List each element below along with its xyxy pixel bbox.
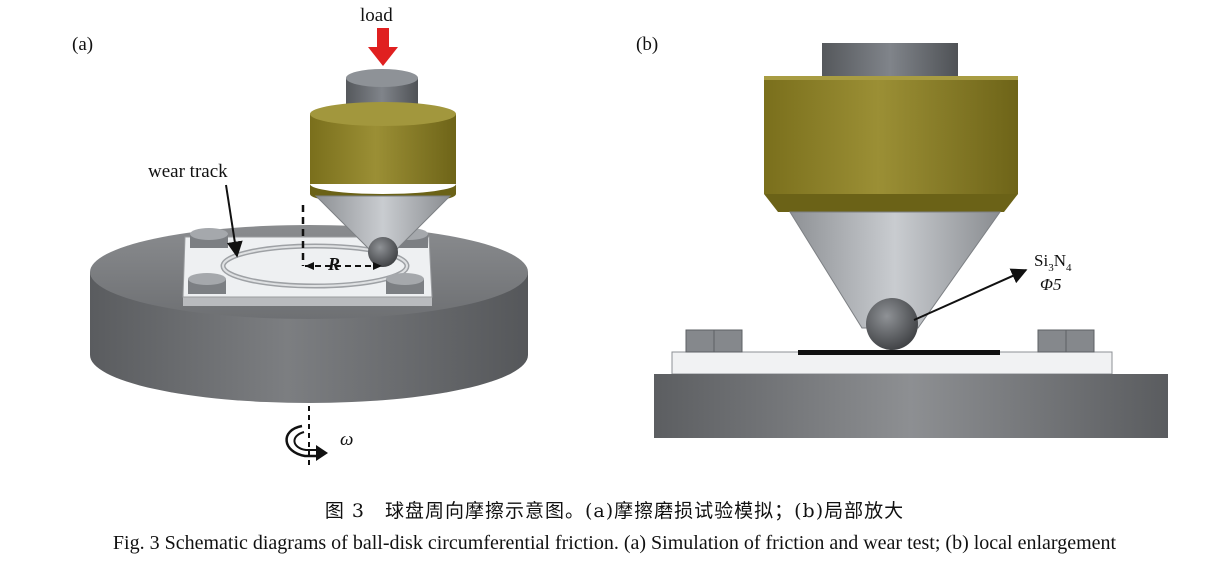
plate-bolts-b	[685, 329, 1095, 353]
bolt-back-left	[190, 228, 228, 248]
load-arrow	[368, 28, 398, 66]
test-ball-b	[866, 298, 918, 350]
sample-plate-b	[671, 350, 1113, 375]
bolt-front-right	[386, 273, 424, 294]
bolt-right-b	[1037, 329, 1095, 353]
wear-track-label: wear track	[148, 161, 228, 182]
radius-indicator	[301, 205, 382, 270]
wear-track-pointer	[225, 184, 243, 258]
panel-a: (a)	[72, 5, 528, 466]
ball-material-label: Si3N4	[1034, 251, 1072, 274]
caption-chinese: 图 3 球盘周向摩擦示意图。(a)摩擦磨损试验模拟；(b)局部放大	[324, 500, 905, 522]
disk-base-b	[654, 374, 1168, 438]
ball-diameter-label: Φ5	[1040, 275, 1061, 294]
test-ball	[368, 237, 398, 267]
panel-b-label: (b)	[636, 34, 658, 55]
radius-label: R	[327, 254, 340, 274]
ball-pointer	[913, 268, 1028, 321]
ball-holder	[310, 102, 456, 204]
caption-english: Fig. 3 Schematic diagrams of ball-disk c…	[112, 532, 1117, 554]
bolt-front-left	[188, 273, 226, 294]
rotation-indicator	[285, 406, 328, 466]
load-label: load	[360, 5, 393, 26]
panel-b: (b)	[636, 34, 1168, 438]
ball-holder-b	[764, 76, 1018, 212]
panel-a-label: (a)	[72, 34, 93, 55]
friction-schematic-figure: (a)	[72, 5, 1168, 466]
loading-rod-b	[822, 43, 958, 77]
bolt-left-b	[685, 329, 743, 353]
holder-cone-b	[789, 211, 1001, 329]
omega-label: ω	[340, 429, 353, 450]
